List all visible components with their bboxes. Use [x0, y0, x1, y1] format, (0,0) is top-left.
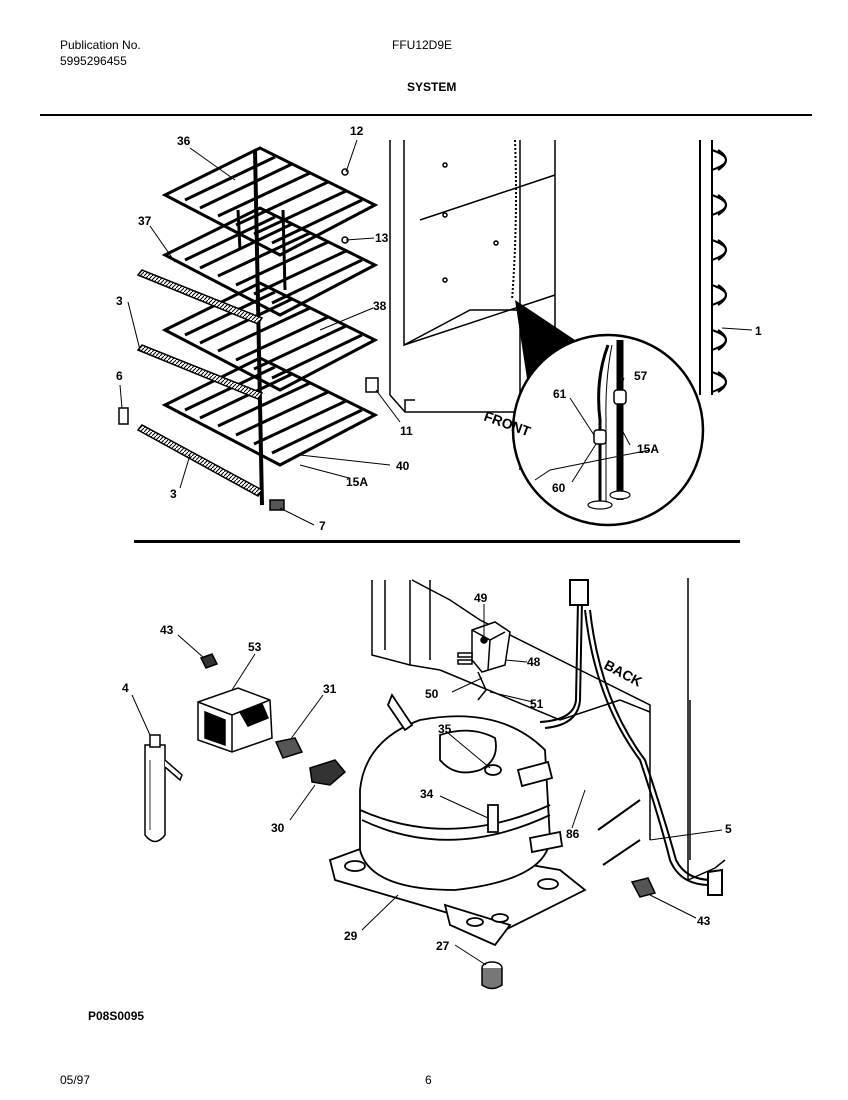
section-divider [134, 540, 740, 543]
callout-3-lower: 3 [170, 487, 177, 501]
relay-assembly [457, 621, 511, 701]
publication-number: 5995296455 [60, 54, 127, 68]
small-clips [118, 168, 379, 511]
callout-40: 40 [396, 459, 410, 473]
page-number: 6 [425, 1073, 432, 1087]
cabinet-back [371, 578, 726, 882]
callout-34: 34 [420, 787, 434, 801]
callout-43-lower: 43 [697, 914, 711, 928]
small-components-lower [199, 653, 657, 898]
leader-lines-upper [119, 139, 753, 526]
callout-37: 37 [138, 214, 152, 228]
model-number: FFU12D9E [392, 38, 453, 52]
shelf-rails [136, 269, 264, 497]
detail-zoom [511, 300, 705, 527]
callout-12: 12 [350, 124, 364, 138]
callout-1: 1 [755, 324, 762, 338]
callouts-lower: 43 53 4 31 49 48 50 51 35 34 30 86 5 29 … [122, 591, 732, 953]
callout-31: 31 [323, 682, 337, 696]
callout-51: 51 [530, 697, 544, 711]
callout-30: 30 [271, 821, 285, 835]
power-cord [539, 579, 723, 896]
publication-label: Publication No. [60, 38, 141, 52]
compressor [328, 693, 587, 947]
callout-27: 27 [436, 939, 450, 953]
section-title: SYSTEM [407, 80, 457, 94]
callout-57: 57 [634, 369, 648, 383]
leader-lines-lower [131, 604, 723, 966]
condenser-coil [699, 140, 727, 395]
callout-15a-zoom: 15A [637, 442, 659, 456]
callout-11: 11 [400, 424, 413, 438]
grommet [481, 961, 503, 990]
filter-dryer [144, 734, 183, 843]
footer-date: 05/97 [60, 1073, 91, 1087]
callout-6: 6 [116, 369, 123, 383]
overload-protector [197, 687, 273, 753]
callout-35: 35 [438, 722, 452, 736]
callout-3-upper: 3 [116, 294, 123, 308]
callout-29: 29 [344, 929, 358, 943]
callout-49: 49 [474, 591, 488, 605]
callout-53: 53 [248, 640, 262, 654]
callout-7: 7 [319, 519, 326, 533]
callout-61: 61 [553, 387, 567, 401]
callout-43-upper: 43 [160, 623, 174, 637]
callout-48: 48 [527, 655, 541, 669]
callout-86: 86 [566, 827, 580, 841]
callout-15a-left: 15A [346, 475, 368, 489]
callout-38: 38 [373, 299, 387, 313]
evaporator-shelves [161, 146, 379, 506]
callout-50: 50 [425, 687, 439, 701]
callout-13: 13 [375, 231, 389, 245]
callout-36: 36 [177, 134, 191, 148]
callout-60: 60 [552, 481, 566, 495]
header-rule [40, 114, 812, 116]
figure-code: P08S0095 [88, 1009, 145, 1023]
callout-5: 5 [725, 822, 732, 836]
callout-4: 4 [122, 681, 129, 695]
